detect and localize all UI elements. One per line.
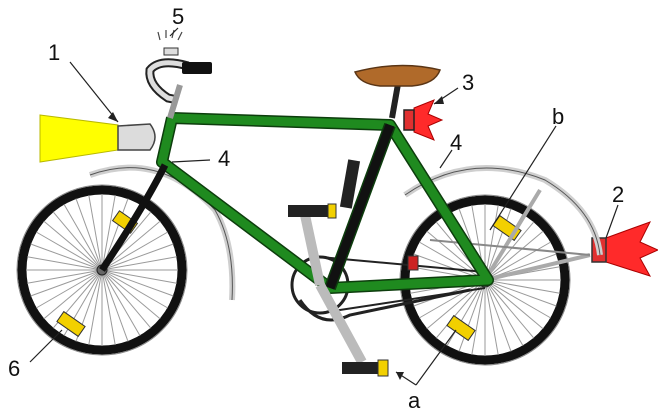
rear-reflector bbox=[404, 110, 414, 130]
arrowhead-3 bbox=[434, 96, 444, 104]
pedal-lower bbox=[342, 362, 382, 374]
label-6: 6 bbox=[8, 356, 20, 381]
front-wheel-reflector-bottom bbox=[57, 312, 85, 337]
bicycle-frame bbox=[162, 118, 488, 288]
handlebar-grip bbox=[182, 62, 212, 74]
seat-post bbox=[392, 84, 398, 118]
label-2: 2 bbox=[612, 182, 624, 207]
saddle bbox=[355, 65, 440, 86]
label-5: 5 bbox=[172, 4, 184, 29]
callout-line-6 bbox=[30, 330, 62, 362]
label-b: b bbox=[552, 104, 564, 129]
headlight-beam bbox=[40, 115, 118, 162]
bell-icon bbox=[158, 30, 182, 55]
pedal-lower-reflector bbox=[378, 360, 388, 376]
rear-light-beam bbox=[606, 222, 658, 276]
pedal-upper bbox=[288, 205, 332, 217]
callout-line-2 bbox=[606, 205, 618, 238]
label-4-front: 4 bbox=[218, 146, 230, 171]
headlight-lamp bbox=[118, 124, 155, 150]
rear-spoke-reflector bbox=[408, 256, 418, 270]
callout-line-1 bbox=[70, 62, 118, 122]
label-a: a bbox=[408, 388, 421, 412]
label-1: 1 bbox=[48, 40, 60, 65]
crank-arm-lower bbox=[320, 285, 362, 362]
pedal-upper-reflector bbox=[328, 204, 336, 218]
arrowhead-1 bbox=[108, 112, 118, 122]
label-3: 3 bbox=[462, 70, 474, 95]
label-4-rear: 4 bbox=[450, 130, 462, 155]
rear-reflector-beam bbox=[414, 100, 442, 140]
callout-line-5 bbox=[170, 28, 178, 36]
callout-line-4a bbox=[172, 160, 210, 162]
